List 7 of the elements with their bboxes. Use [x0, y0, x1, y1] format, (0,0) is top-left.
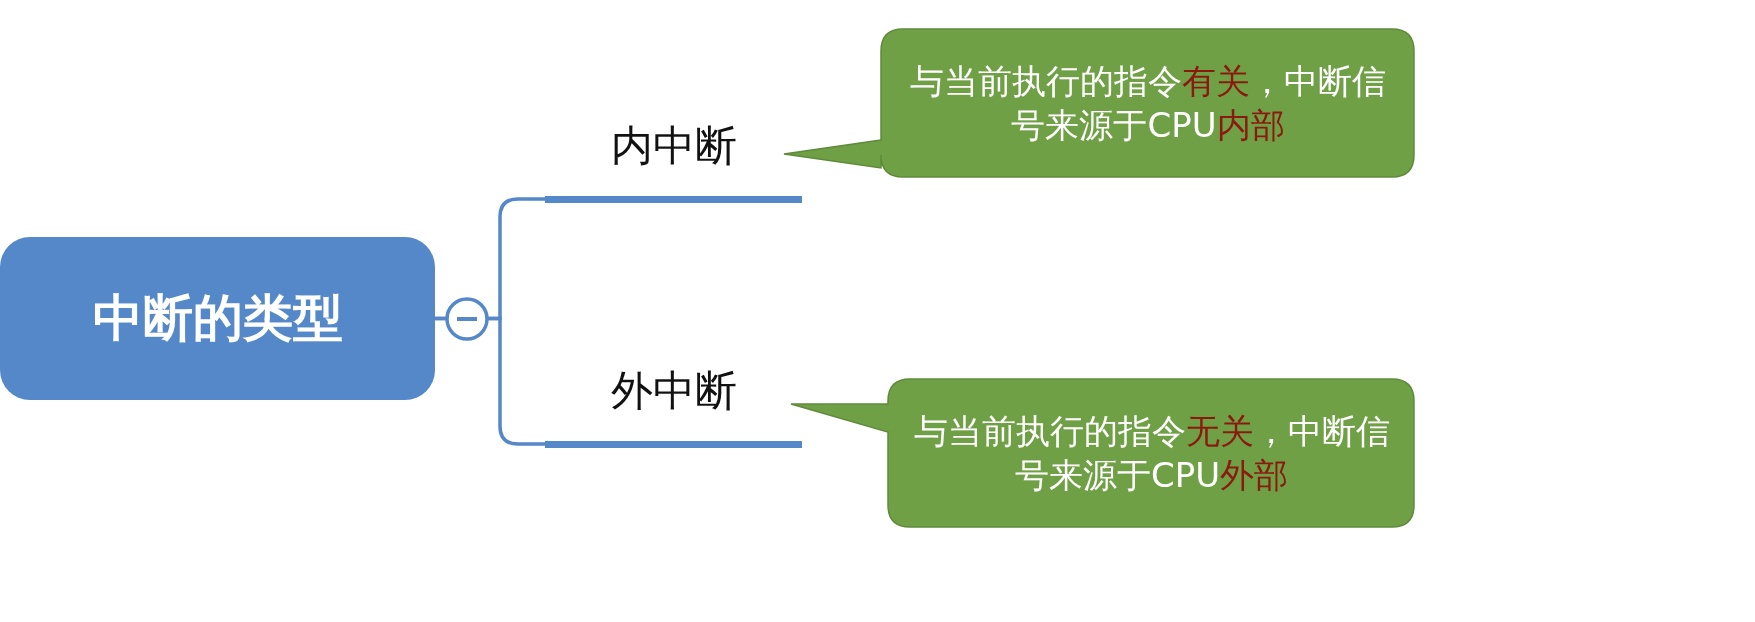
callout-text: 与当前执行的指令有关，中断信号来源于CPU内部 [909, 60, 1387, 147]
branch-topic: 外中断 [545, 363, 802, 448]
callout-text: 与当前执行的指令无关，中断信号来源于CPU外部 [912, 410, 1391, 497]
branch-topic: 内中断 [545, 118, 802, 203]
topic-box [0, 237, 435, 400]
branch-line [435, 316, 545, 446]
topic-title: 中断的类型 [92, 288, 343, 349]
